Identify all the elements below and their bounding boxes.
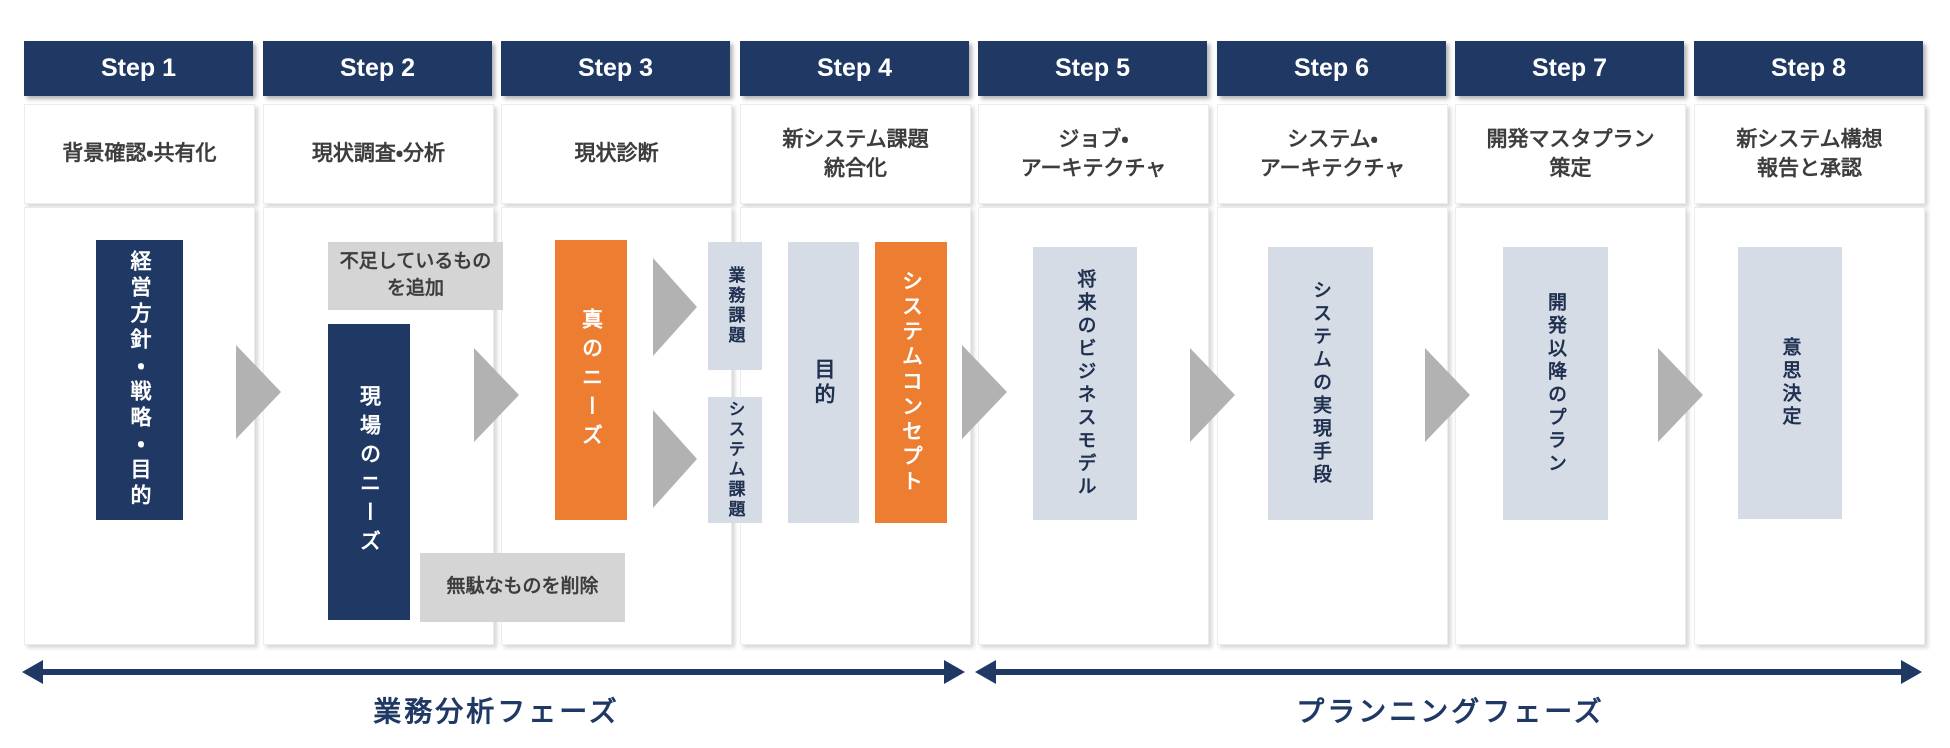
field-needs-box: 現場のニーズ — [328, 324, 410, 620]
step-subtitle-6: システム・ アーキテクチャ — [1217, 104, 1448, 204]
planning-phase-label: プランニングフェーズ — [1296, 696, 1605, 727]
flow-arrow-icon — [653, 410, 697, 508]
flow-arrow-icon — [236, 345, 281, 439]
flow-arrow-icon — [1190, 348, 1235, 442]
remove-waste-note: 無駄なものを削除 — [420, 553, 625, 622]
analysis-phase-arrow-icon — [22, 660, 965, 684]
true-needs-box: 真のニーズ — [555, 240, 627, 520]
purpose-box: 目的 — [788, 242, 859, 523]
step-header-8: Step 8 — [1694, 41, 1923, 96]
step-header-3: Step 3 — [501, 41, 730, 96]
step-subtitle-5: ジョブ・ アーキテクチャ — [978, 104, 1209, 204]
add-missing-note: 不足しているもの を追加 — [328, 242, 503, 310]
step-subtitle-8: 新システム構想 報告と承認 — [1694, 104, 1925, 204]
flow-arrow-icon — [653, 258, 697, 356]
step-header-6: Step 6 — [1217, 41, 1446, 96]
system-concept-box: システムコンセプト — [875, 242, 947, 523]
decision-making-box: 意思決定 — [1738, 247, 1842, 519]
step-header-1: Step 1 — [24, 41, 253, 96]
flow-arrow-icon — [474, 348, 519, 442]
post-development-plan-box: 開発以降のプラン — [1503, 247, 1608, 520]
step-header-4: Step 4 — [740, 41, 969, 96]
planning-phase-arrow-icon — [975, 660, 1922, 684]
flow-arrow-icon — [1658, 348, 1703, 442]
system-realization-box: システムの実現手段 — [1268, 247, 1373, 520]
step-subtitle-1: 背景確認・共有化 — [24, 104, 255, 204]
analysis-phase-label: 業務分析フェーズ — [373, 696, 620, 727]
future-business-model-box: 将来のビジネスモデル — [1033, 247, 1137, 520]
business-issues-box: 業務課題 — [708, 242, 762, 370]
flow-arrow-icon — [1425, 348, 1470, 442]
step-subtitle-2: 現状調査・分析 — [263, 104, 494, 204]
step-subtitle-4: 新システム課題 統合化 — [740, 104, 971, 204]
step-subtitle-3: 現状診断 — [501, 104, 732, 204]
step-header-7: Step 7 — [1455, 41, 1684, 96]
flow-arrow-icon — [962, 345, 1007, 439]
system-issues-box: システム課題 — [708, 397, 762, 523]
step-subtitle-7: 開発マスタプラン 策定 — [1455, 104, 1686, 204]
step-header-5: Step 5 — [978, 41, 1207, 96]
management-policy-box: 経営方針・戦略・目的 — [96, 240, 183, 520]
step-header-2: Step 2 — [263, 41, 492, 96]
